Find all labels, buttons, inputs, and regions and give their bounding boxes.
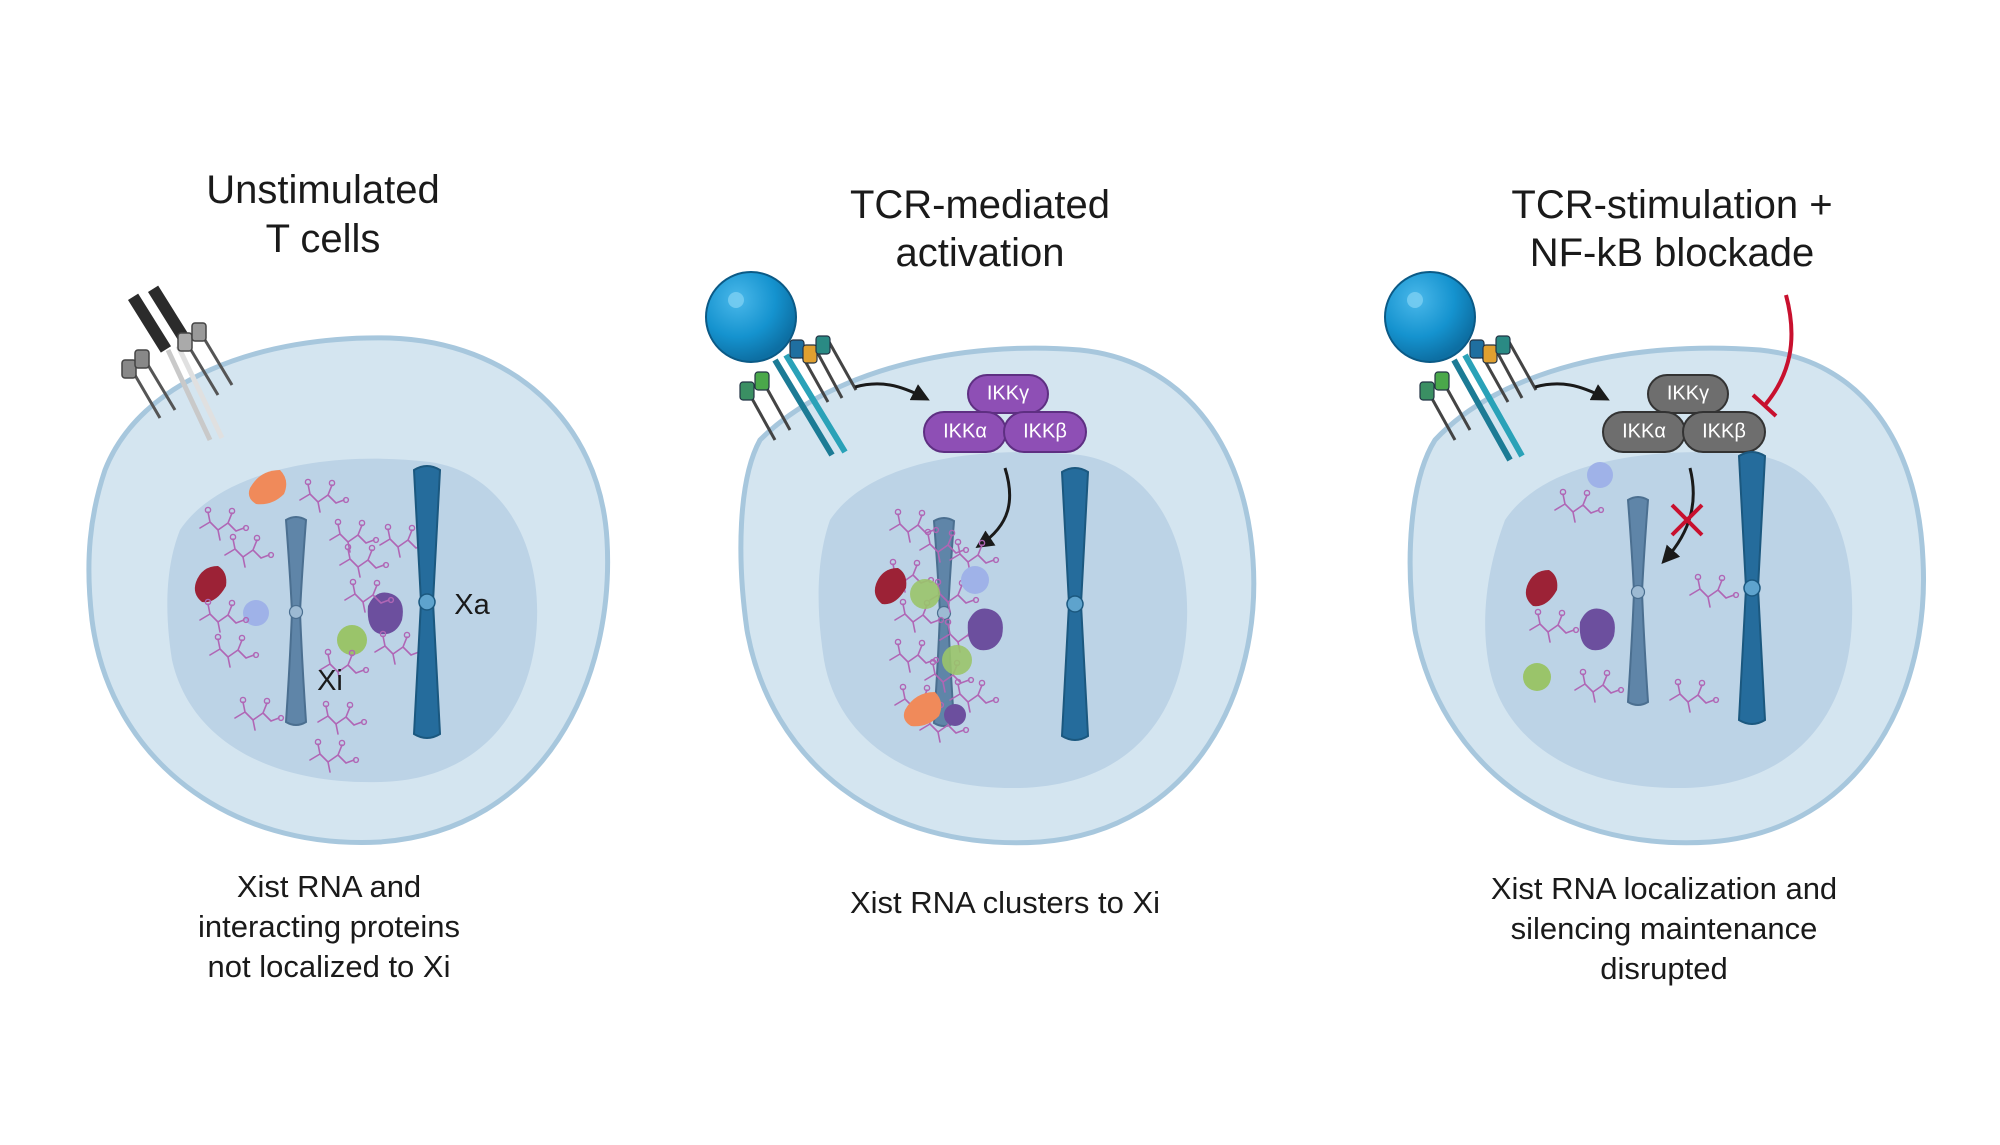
protein-lightblue-icon bbox=[1587, 462, 1613, 488]
signal-arrow bbox=[975, 467, 1012, 548]
panel-unstimulated: Unstimulated T cells bbox=[86, 168, 611, 984]
antigen-bead-icon bbox=[705, 271, 797, 363]
xa-label: Xa bbox=[454, 589, 490, 621]
nucleus bbox=[818, 452, 1188, 789]
panel-2-title-line-1: TCR-mediated bbox=[850, 183, 1110, 227]
ikk-complex-inactive: IKKγ IKKα IKKβ bbox=[1602, 374, 1766, 453]
panel-2-caption-line-1: Xist RNA clusters to Xi bbox=[850, 885, 1160, 920]
protein-green-icon bbox=[1523, 663, 1551, 691]
ikk-alpha-label: IKKα bbox=[1622, 420, 1666, 442]
ikk-beta-label: IKKβ bbox=[1023, 420, 1067, 442]
ikk-gamma-icon bbox=[1647, 374, 1729, 414]
protein-lightblue-icon bbox=[961, 566, 989, 594]
panel-3-caption-line-1: Xist RNA localization and bbox=[1491, 871, 1837, 906]
panel-1-caption-line-3: not localized to Xi bbox=[208, 949, 451, 984]
ikk-beta-icon bbox=[1003, 411, 1087, 453]
protein-purple-icon bbox=[944, 704, 966, 726]
panel-1-title-line-2: T cells bbox=[266, 217, 381, 261]
protein-purple-icon bbox=[367, 592, 403, 635]
ikk-complex-active: IKKγ IKKα IKKβ bbox=[923, 374, 1087, 453]
tcr-cluster-icon bbox=[739, 335, 858, 457]
tcr-cluster-icon bbox=[1419, 335, 1538, 462]
xi-label: Xi bbox=[317, 665, 343, 697]
protein-red-icon bbox=[874, 568, 907, 605]
protein-green-icon bbox=[337, 625, 367, 655]
panel-3-title-line-2: NF-kB blockade bbox=[1530, 231, 1815, 275]
ikk-gamma-label: IKKγ bbox=[1667, 382, 1709, 404]
protein-purple-icon bbox=[1579, 608, 1615, 651]
ikk-beta-icon bbox=[1682, 411, 1766, 453]
protein-lightblue-icon bbox=[243, 600, 269, 626]
protein-green-icon bbox=[942, 645, 972, 675]
panel-2-title-line-2: activation bbox=[896, 231, 1065, 275]
protein-green-icon bbox=[910, 579, 940, 609]
protein-red-icon bbox=[1525, 570, 1558, 607]
protein-orange-icon bbox=[248, 470, 287, 505]
ikk-gamma-icon bbox=[967, 374, 1049, 414]
panel-3-title-line-1: TCR-stimulation + bbox=[1511, 183, 1832, 227]
panel-1-caption-line-1: Xist RNA and bbox=[237, 869, 421, 904]
ikk-beta-label: IKKβ bbox=[1702, 420, 1746, 442]
nucleus bbox=[1485, 452, 1853, 789]
antigen-bead-icon bbox=[1384, 271, 1476, 363]
tcr-cluster-icon bbox=[121, 285, 234, 442]
panel-1-caption-line-2: interacting proteins bbox=[198, 909, 460, 944]
ikk-gamma-label: IKKγ bbox=[987, 382, 1029, 404]
signal-arrow bbox=[854, 382, 930, 401]
panel-3-caption-line-3: disrupted bbox=[1600, 951, 1728, 986]
protein-purple-icon bbox=[967, 608, 1003, 651]
ikk-alpha-label: IKKα bbox=[943, 420, 987, 442]
panel-tcr-activation: TCR-mediated activation IKKγ IKK bbox=[705, 183, 1257, 920]
panel-3-caption-line-2: silencing maintenance bbox=[1511, 911, 1818, 946]
panel-nfkb-blockade: TCR-stimulation + NF-kB blockade bbox=[1384, 183, 1927, 986]
blocked-cross-icon bbox=[1670, 503, 1704, 537]
protein-orange-icon bbox=[903, 692, 942, 727]
protein-red-icon bbox=[194, 566, 227, 603]
signal-arrow bbox=[1534, 382, 1610, 401]
nfkb-inhibitor-icon bbox=[1751, 294, 1794, 418]
panel-1-title-line-1: Unstimulated bbox=[206, 168, 439, 212]
